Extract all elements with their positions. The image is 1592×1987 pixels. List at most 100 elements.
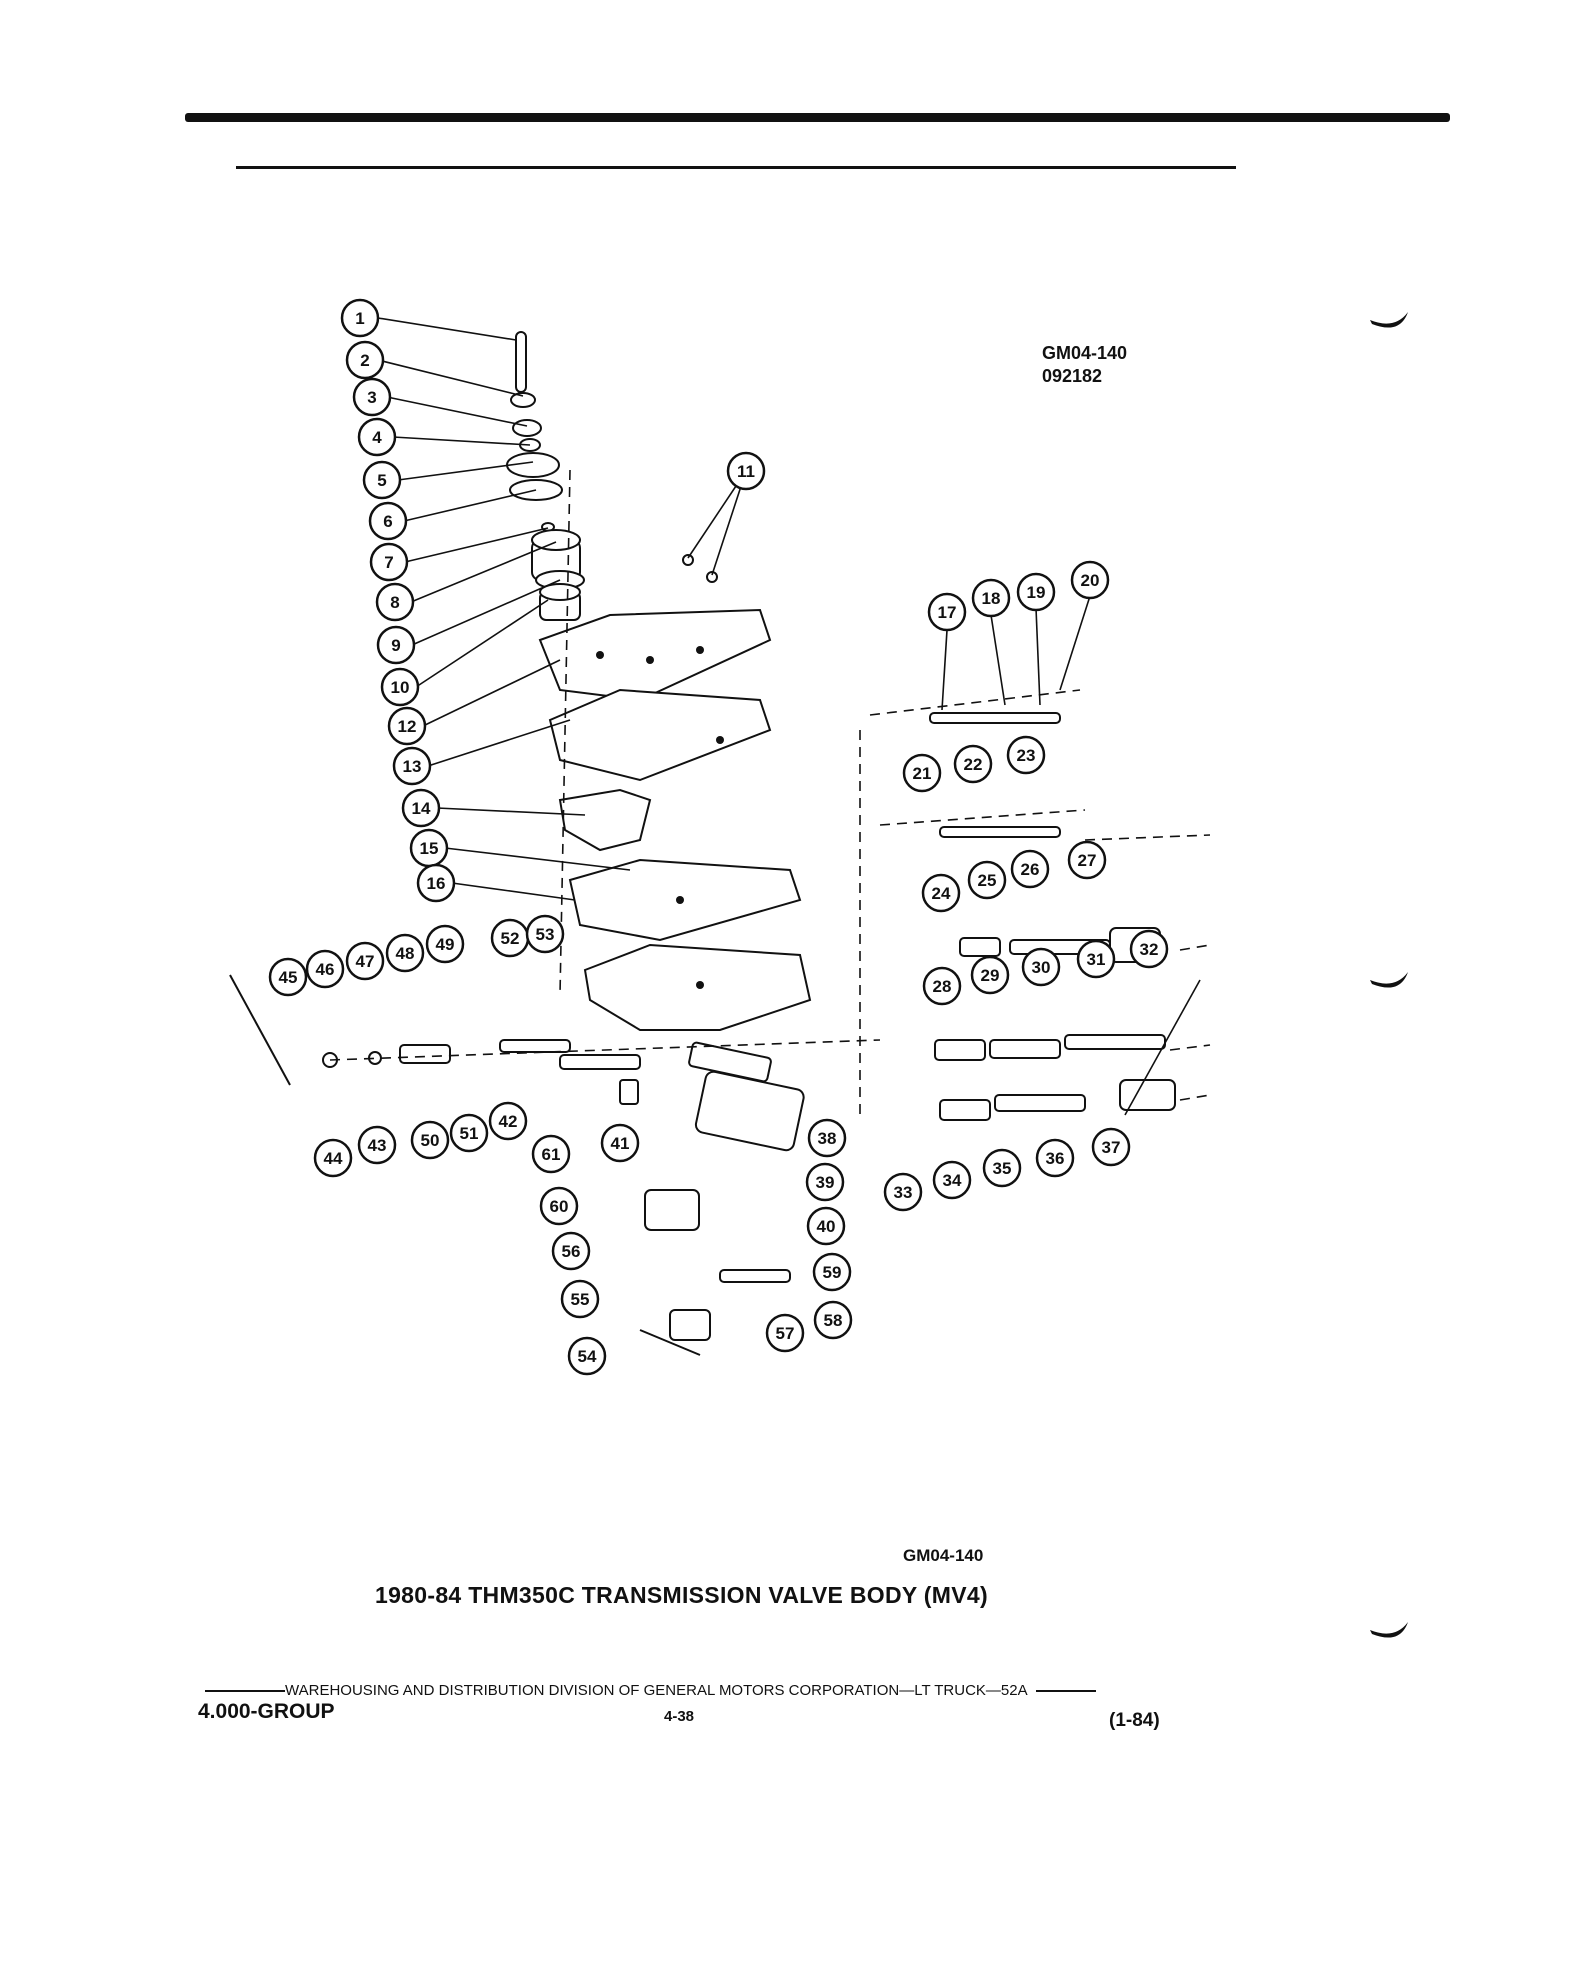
callout-55: 55 <box>560 1279 600 1319</box>
callout-label-33: 33 <box>894 1183 913 1202</box>
callout-1: 1 <box>340 298 380 338</box>
callout-label-45: 45 <box>279 968 298 987</box>
callout-47: 47 <box>345 941 385 981</box>
leader-lines <box>377 317 1201 1116</box>
callout-label-55: 55 <box>571 1290 590 1309</box>
callout-50: 50 <box>410 1120 450 1160</box>
callout-43: 43 <box>357 1125 397 1165</box>
callout-41: 41 <box>600 1123 640 1163</box>
callout-17: 17 <box>927 592 967 632</box>
callout-label-35: 35 <box>993 1159 1012 1178</box>
callout-56: 56 <box>551 1231 591 1271</box>
callout-label-2: 2 <box>360 351 369 370</box>
callout-label-27: 27 <box>1078 851 1097 870</box>
callout-label-59: 59 <box>823 1263 842 1282</box>
callout-19: 19 <box>1016 572 1056 612</box>
callout-label-7: 7 <box>384 553 393 572</box>
callout-label-21: 21 <box>913 764 932 783</box>
callout-24: 24 <box>921 873 961 913</box>
callout-57: 57 <box>765 1313 805 1353</box>
callout-9: 9 <box>376 625 416 665</box>
callout-16: 16 <box>416 863 456 903</box>
callout-label-18: 18 <box>982 589 1001 608</box>
footer-division: WAREHOUSING AND DISTRIBUTION DIVISION OF… <box>205 1682 1096 1699</box>
callout-label-6: 6 <box>383 512 392 531</box>
callout-25: 25 <box>967 860 1007 900</box>
callout-label-1: 1 <box>355 309 364 328</box>
callout-46: 46 <box>305 949 345 989</box>
callout-label-29: 29 <box>981 966 1000 985</box>
callout-label-12: 12 <box>398 717 417 736</box>
callout-61: 61 <box>531 1134 571 1174</box>
callout-label-32: 32 <box>1140 940 1159 959</box>
callout-label-61: 61 <box>542 1145 561 1164</box>
callout-label-20: 20 <box>1081 571 1100 590</box>
callout-label-10: 10 <box>391 678 410 697</box>
callout-54: 54 <box>567 1336 607 1376</box>
callout-label-4: 4 <box>372 428 382 447</box>
top-thick-rule <box>185 113 1450 122</box>
callout-26: 26 <box>1010 849 1050 889</box>
callout-label-13: 13 <box>403 757 422 776</box>
valve-trains <box>929 712 1176 1121</box>
callout-13: 13 <box>392 746 432 786</box>
callout-31: 31 <box>1076 939 1116 979</box>
footer-page: 4-38 <box>664 1708 695 1725</box>
callout-label-26: 26 <box>1021 860 1040 879</box>
valve-body-plates <box>538 608 812 1152</box>
callout-label-30: 30 <box>1032 958 1051 977</box>
callout-label-60: 60 <box>550 1197 569 1216</box>
callout-14: 14 <box>401 788 441 828</box>
callout-label-19: 19 <box>1027 583 1046 602</box>
callout-label-54: 54 <box>578 1347 597 1366</box>
callout-label-34: 34 <box>943 1171 962 1190</box>
footer-date: (1-84) <box>1109 1710 1160 1731</box>
callout-12: 12 <box>387 706 427 746</box>
callout-label-24: 24 <box>932 884 951 903</box>
callout-11: 11 <box>726 451 766 491</box>
callout-label-37: 37 <box>1102 1138 1121 1157</box>
callout-39: 39 <box>805 1162 845 1202</box>
callout-30: 30 <box>1021 947 1061 987</box>
callout-label-22: 22 <box>964 755 983 774</box>
callout-label-14: 14 <box>412 799 431 818</box>
callout-label-41: 41 <box>611 1134 630 1153</box>
callout-label-42: 42 <box>499 1112 518 1131</box>
callout-59: 59 <box>812 1252 852 1292</box>
footer-group: 4.000-GROUP <box>198 1700 335 1723</box>
callout-4: 4 <box>357 417 397 457</box>
figure-title: 1980-84 THM350C TRANSMISSION VALVE BODY … <box>375 1582 988 1608</box>
manual-linkage <box>229 974 791 1356</box>
binder-marks <box>1370 312 1408 1638</box>
callout-label-36: 36 <box>1046 1149 1065 1168</box>
callout-label-50: 50 <box>421 1131 440 1150</box>
callout-36: 36 <box>1035 1138 1075 1178</box>
figure-code-bottom: GM04-140 <box>903 1546 984 1565</box>
callout-label-39: 39 <box>816 1173 835 1192</box>
callout-label-23: 23 <box>1017 746 1036 765</box>
callout-label-5: 5 <box>377 471 386 490</box>
callout-label-47: 47 <box>356 952 375 971</box>
callout-27: 27 <box>1067 840 1107 880</box>
callout-label-44: 44 <box>324 1149 343 1168</box>
callout-35: 35 <box>982 1148 1022 1188</box>
callout-48: 48 <box>385 933 425 973</box>
callout-label-8: 8 <box>390 593 399 612</box>
callout-34: 34 <box>932 1160 972 1200</box>
callout-22: 22 <box>953 744 993 784</box>
callout-label-17: 17 <box>938 603 957 622</box>
callout-23: 23 <box>1006 735 1046 775</box>
alignment-lines <box>329 469 1211 1120</box>
callout-49: 49 <box>425 924 465 964</box>
callout-label-38: 38 <box>818 1129 837 1148</box>
callout-37: 37 <box>1091 1127 1131 1167</box>
callout-label-58: 58 <box>824 1311 843 1330</box>
callout-15: 15 <box>409 828 449 868</box>
callout-21: 21 <box>902 753 942 793</box>
callout-label-46: 46 <box>316 960 335 979</box>
callout-label-53: 53 <box>536 925 555 944</box>
callout-label-57: 57 <box>776 1324 795 1343</box>
callout-32: 32 <box>1129 929 1169 969</box>
callout-45: 45 <box>268 957 308 997</box>
callout-label-3: 3 <box>367 388 376 407</box>
